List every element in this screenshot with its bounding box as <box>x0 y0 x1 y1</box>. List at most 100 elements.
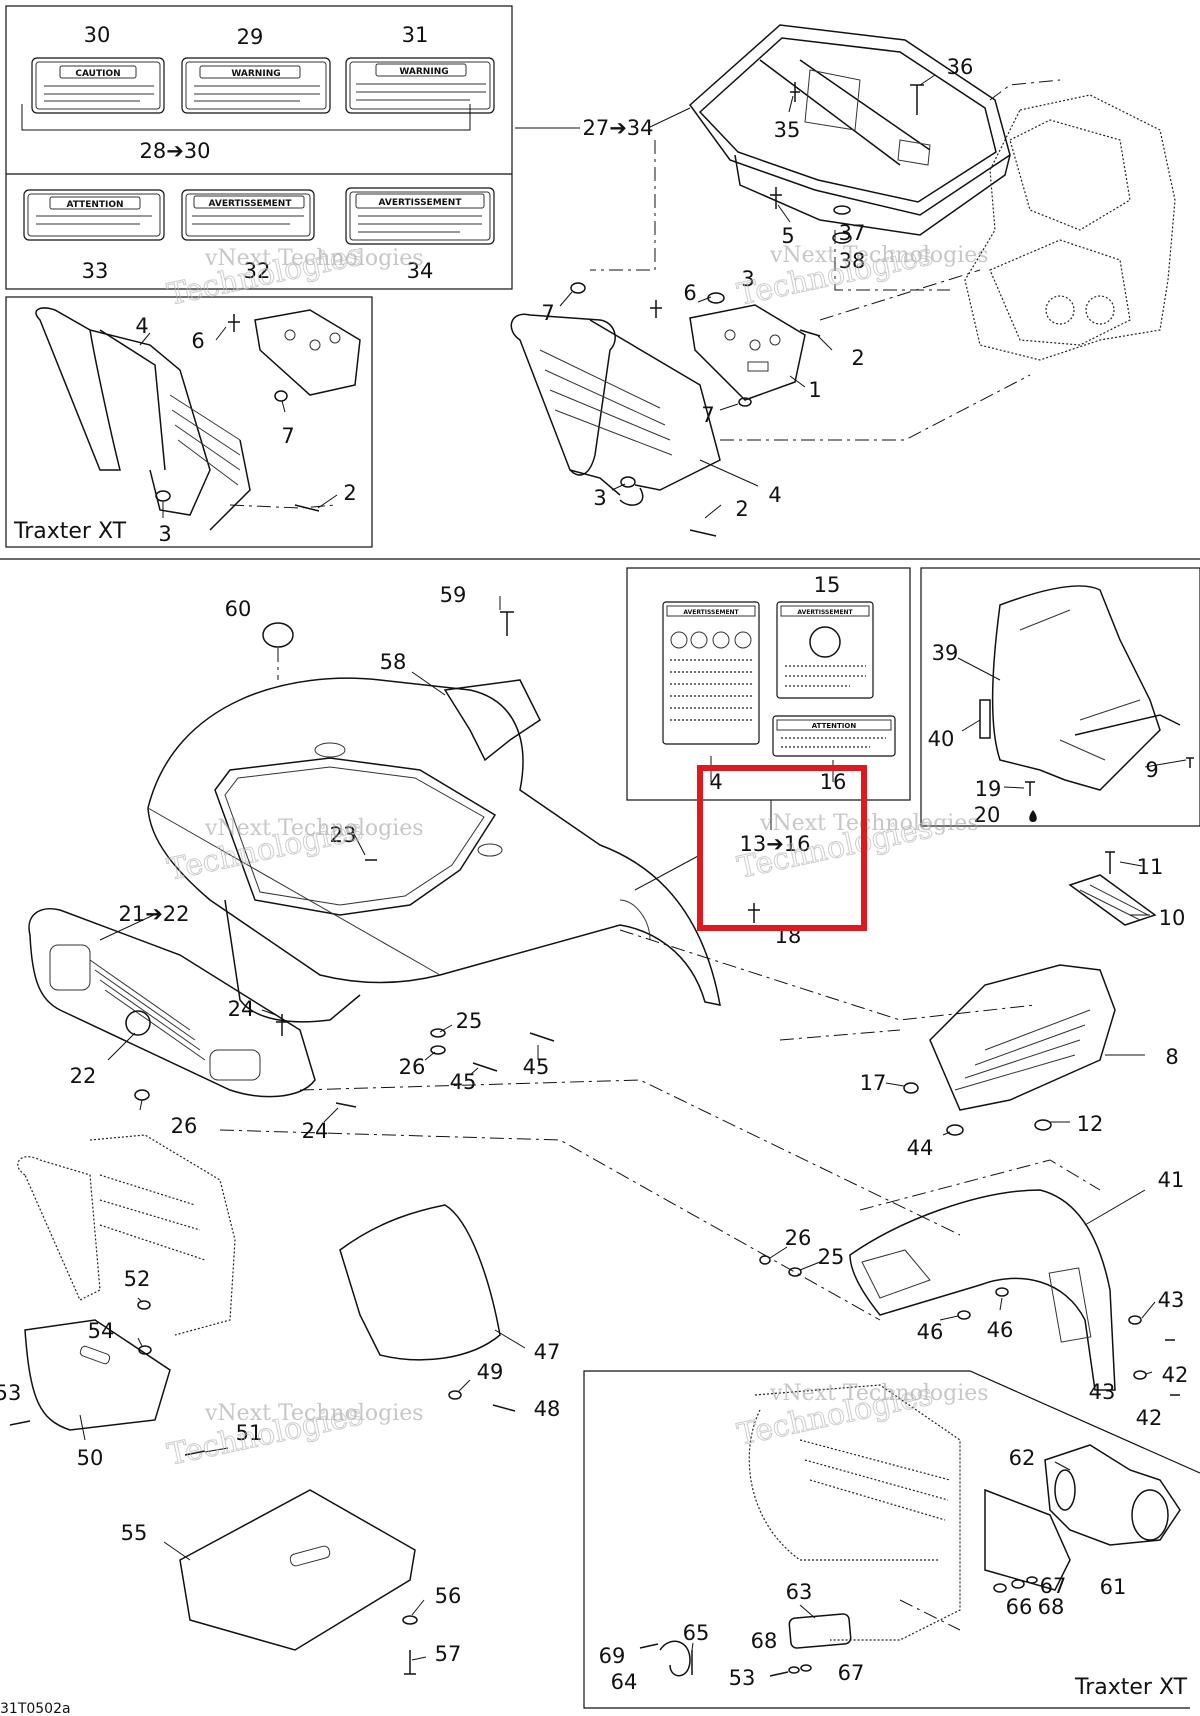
plate-55 <box>179 1489 416 1651</box>
bolt-6b <box>228 314 240 332</box>
nut-56 <box>402 1615 418 1625</box>
screw-59 <box>500 611 514 636</box>
washer-68a <box>1011 1579 1025 1589</box>
callout-26b: 26 <box>171 1114 198 1138</box>
callout-2a: 2 <box>851 346 864 370</box>
callout-2c: 2 <box>343 481 356 505</box>
traxter-xt-front-panel <box>5 296 373 548</box>
callout-46a: 46 <box>917 1320 944 1344</box>
side-panel-39 <box>991 585 1181 791</box>
callout-27-34: 27➔34 <box>582 116 653 140</box>
watermarks: vNext Technologies Technologies vNext Te… <box>164 237 989 1474</box>
assembly-line-6 <box>299 1079 961 1236</box>
callout-63: 63 <box>786 1580 813 1604</box>
callout-21-22: 21➔22 <box>118 902 189 926</box>
nut-7a <box>570 282 586 294</box>
decal-avertissement-34-title: AVERTISSEMENT <box>379 198 463 208</box>
bolt-53b <box>769 1671 789 1677</box>
callout-35: 35 <box>774 118 801 142</box>
callout-16: 16 <box>820 770 847 794</box>
callout-17: 17 <box>860 1071 887 1095</box>
watermark-5: vNext Technologies <box>204 1401 424 1426</box>
decal-avertissement-34: AVERTISSEMENT <box>345 187 495 245</box>
washer-25a <box>430 1028 446 1038</box>
assembly-line-2 <box>834 230 950 291</box>
screw-19 <box>1025 781 1035 796</box>
nut-7b <box>738 397 752 407</box>
callout-25b: 25 <box>818 1245 845 1269</box>
callout-40: 40 <box>928 727 955 751</box>
label-traxter-xt-bottom: Traxter XT <box>1074 1675 1188 1700</box>
callout-53a: 53 <box>0 1381 21 1405</box>
plug-60 <box>262 622 294 648</box>
callout-68a: 68 <box>1038 1595 1065 1619</box>
callout-5: 5 <box>781 224 794 248</box>
callout-49: 49 <box>477 1360 504 1384</box>
bracket-xt <box>254 309 361 396</box>
bolt-18 <box>748 903 760 923</box>
callout-3b: 3 <box>593 486 606 510</box>
assembly-line-winch <box>899 1599 961 1631</box>
nut-3a <box>707 292 725 304</box>
assembly-line-5 <box>819 269 981 321</box>
callout-31: 31 <box>402 23 429 47</box>
vehicle-frame <box>964 94 1176 361</box>
bolt-24b <box>335 1102 357 1108</box>
assembly-line-10 <box>859 1159 1101 1211</box>
decal-15-title: AVERTISSEMENT <box>797 609 853 616</box>
callout-1: 1 <box>808 378 821 402</box>
callout-38: 38 <box>839 249 866 273</box>
bracket-58 <box>443 679 541 762</box>
callout-3c: 3 <box>158 522 171 546</box>
nut-52 <box>137 1300 151 1310</box>
callout-11: 11 <box>1137 855 1164 879</box>
front-bumper-4 <box>510 313 721 506</box>
nut-26b <box>134 1089 150 1101</box>
bolt-57 <box>404 1650 416 1675</box>
washer-25b <box>788 1267 802 1277</box>
decal-warning-29-title: WARNING <box>231 69 280 79</box>
callout-10: 10 <box>1159 906 1186 930</box>
callout-52: 52 <box>124 1267 151 1291</box>
callout-32: 32 <box>244 259 271 283</box>
washer-49 <box>448 1390 462 1400</box>
decal-attention-16: ATTENTION <box>772 715 896 757</box>
callout-12: 12 <box>1077 1112 1104 1136</box>
callout-62: 62 <box>1009 1446 1036 1470</box>
callout-58: 58 <box>380 650 407 674</box>
callout-37: 37 <box>839 221 866 245</box>
washer-43b <box>1133 1370 1147 1380</box>
bolt-48 <box>492 1404 516 1412</box>
nut-44 <box>946 1124 964 1136</box>
bolt-53a <box>9 1420 31 1426</box>
decal-avertissement-4: AVERTISSEMENT <box>662 601 760 745</box>
skid-plate-50 <box>24 1319 171 1431</box>
decal-16-title: ATTENTION <box>812 722 857 730</box>
assembly-line-xt <box>229 504 336 509</box>
callout-26a: 26 <box>399 1055 426 1079</box>
callout-44: 44 <box>907 1136 934 1160</box>
callout-54: 54 <box>88 1319 115 1343</box>
fender-41 <box>849 1189 1116 1391</box>
watermark-4: vNext Technologies <box>759 811 979 836</box>
bolt-5 <box>770 187 782 209</box>
decal-panel-top <box>5 5 513 290</box>
callout-20: 20 <box>974 803 1001 827</box>
nut-12 <box>1034 1119 1052 1131</box>
nut-38 <box>832 232 852 244</box>
nut-3c <box>155 490 171 502</box>
assembly-line-3 <box>720 374 1031 441</box>
callout-34: 34 <box>407 259 434 283</box>
callout-7c: 7 <box>281 424 294 448</box>
decal-attention-33-title: ATTENTION <box>66 200 123 210</box>
callout-4c: 4 <box>709 770 722 794</box>
callout-30: 30 <box>84 23 111 47</box>
nut-3b <box>620 476 636 488</box>
watermark-6: vNext Technologies <box>769 1381 989 1406</box>
decal-warning-31-title: WARNING <box>399 67 448 77</box>
callout-68b: 68 <box>751 1629 778 1653</box>
callout-15: 15 <box>814 573 841 597</box>
callout-2b: 2 <box>735 497 748 521</box>
watermark-2: vNext Technologies <box>769 243 989 268</box>
